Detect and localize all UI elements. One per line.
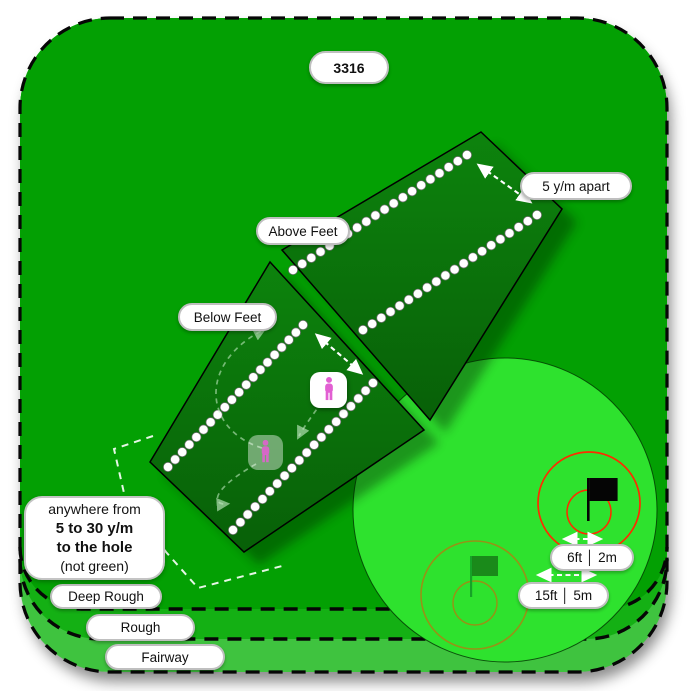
rough-label: Rough — [86, 614, 195, 641]
person-pictogram-icon-faded — [248, 435, 283, 470]
above-feet-label: Above Feet — [256, 217, 350, 245]
note-line-2: 5 to 30 y/m — [55, 520, 134, 537]
person-pictogram-icon — [310, 372, 347, 408]
note-line-1: anywhere from — [48, 501, 141, 517]
person-glyph — [324, 376, 333, 401]
spacing-label: 5 y/m apart — [520, 172, 632, 200]
landing-zone-note: anywhere from 5 to 30 y/m to the hole (n… — [24, 496, 165, 580]
drill-number-badge: 3316 — [309, 51, 389, 84]
fairway-label: Fairway — [105, 644, 225, 670]
person-glyph — [261, 439, 270, 463]
note-line-3: to the hole — [56, 539, 133, 556]
note-line-4: (not green) — [60, 558, 129, 574]
inner-radius-label: 6ft │ 2m — [550, 544, 634, 571]
below-feet-label: Below Feet — [178, 303, 277, 331]
outer-radius-label: 15ft │ 5m — [518, 582, 609, 609]
deep-rough-label: Deep Rough — [50, 584, 162, 609]
